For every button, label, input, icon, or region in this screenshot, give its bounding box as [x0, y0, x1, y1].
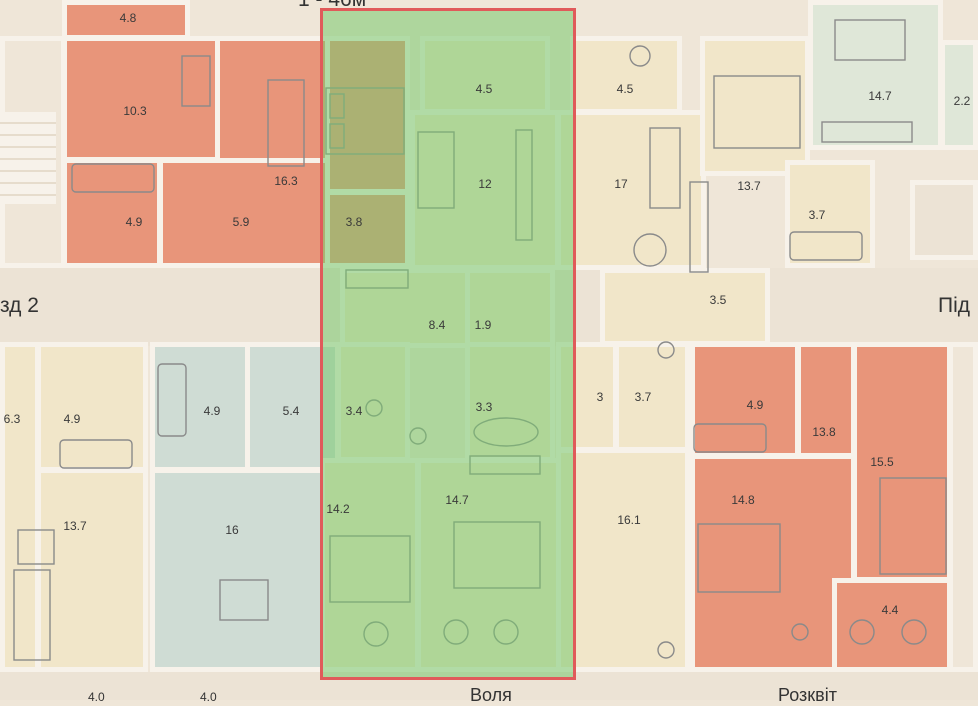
- dining-table-icon: [633, 233, 667, 267]
- room-13-7-right[interactable]: [700, 36, 810, 176]
- room-17[interactable]: [556, 110, 706, 270]
- street-label-right: Розквіт: [778, 685, 837, 705]
- room-right-grey: [910, 180, 978, 260]
- floor-label: 1 - 46м: [298, 0, 366, 12]
- room-label: 4.9: [746, 398, 764, 412]
- bathtub-icon: [157, 363, 187, 437]
- room-5-9[interactable]: [158, 158, 330, 268]
- plant-icon: [657, 641, 675, 659]
- room-label: 12: [478, 177, 492, 191]
- table-icon: [834, 19, 906, 61]
- room-label: 14.2: [326, 502, 350, 516]
- wardrobe-icon: [689, 181, 709, 273]
- room-label: 17: [614, 177, 628, 191]
- room-label: 4.4: [881, 603, 899, 617]
- room-label: 16.1: [617, 513, 641, 527]
- room-label: 3.7: [808, 208, 826, 222]
- entrance-label: зд 2: [0, 294, 39, 317]
- table-icon: [219, 579, 269, 621]
- room-label: 5.9: [232, 215, 250, 229]
- armchair-icon: [901, 619, 927, 645]
- bathtub-icon: [789, 231, 863, 261]
- room-label: 13.8: [812, 425, 836, 439]
- room-3-7-top[interactable]: [785, 160, 875, 268]
- selected-apartment-highlight[interactable]: [320, 8, 576, 680]
- room-2-2[interactable]: [940, 40, 978, 150]
- room-label: 4.5: [475, 82, 493, 96]
- room-label: 16.3: [274, 174, 298, 188]
- street-label-center: Воля: [470, 685, 512, 705]
- room-label: 8.4: [428, 318, 446, 332]
- room-label: 3.8: [345, 215, 363, 229]
- armchair-icon: [849, 619, 875, 645]
- room-label: 16: [225, 523, 239, 537]
- room-label: 3.4: [345, 404, 363, 418]
- bathtub-icon: [693, 423, 767, 453]
- room-label: 4.9: [125, 215, 143, 229]
- bottom-left-label-a: 4.0: [88, 690, 105, 704]
- sofa-icon: [13, 569, 51, 661]
- room-16[interactable]: [150, 468, 340, 672]
- room-label: 5.4: [282, 404, 300, 418]
- room-13-8[interactable]: [796, 342, 856, 458]
- room-label: 4.5: [616, 82, 634, 96]
- sofa-icon: [649, 127, 681, 209]
- room-label: 6.3: [3, 412, 21, 426]
- room-label: 15.5: [870, 455, 894, 469]
- table-icon: [17, 529, 55, 565]
- room-3-7-mid[interactable]: [614, 342, 690, 452]
- plant-icon: [791, 623, 809, 641]
- room-label: 10.3: [123, 104, 147, 118]
- bed-icon: [697, 523, 781, 593]
- room-label: 1.9: [474, 318, 492, 332]
- room-label: 3: [596, 390, 604, 404]
- room-label: 4.8: [119, 11, 137, 25]
- table-icon: [181, 55, 211, 107]
- room-label: 14.7: [445, 493, 469, 507]
- room-label: 13.7: [737, 179, 761, 193]
- right-edge-label: Під: [938, 294, 971, 317]
- room-14-8[interactable]: [690, 454, 856, 672]
- sofa-icon: [879, 477, 947, 575]
- room-label: 3.3: [475, 400, 493, 414]
- room-label: 3.7: [634, 390, 652, 404]
- bottom-left-label-b: 4.0: [200, 690, 217, 704]
- room-far-right: [948, 342, 978, 672]
- room-4-9-bl[interactable]: [36, 342, 148, 472]
- room-label: 3.5: [709, 293, 727, 307]
- bathtub-icon: [71, 163, 155, 193]
- bathtub-icon: [59, 439, 133, 469]
- bed-icon: [713, 75, 801, 149]
- staircase: [0, 112, 56, 204]
- room-label: 14.7: [868, 89, 892, 103]
- room-label: 13.7: [63, 519, 87, 533]
- plant-icon: [629, 45, 651, 67]
- sofa-icon: [267, 79, 305, 167]
- kitchen-counter-icon: [821, 121, 913, 143]
- room-label: 4.9: [203, 404, 221, 418]
- room-label: 2.2: [953, 94, 971, 108]
- room-label: 14.8: [731, 493, 755, 507]
- plant-icon: [657, 341, 675, 359]
- room-4-5-right[interactable]: [570, 36, 682, 114]
- room-label: 4.9: [63, 412, 81, 426]
- room-13-7-left[interactable]: [36, 468, 148, 672]
